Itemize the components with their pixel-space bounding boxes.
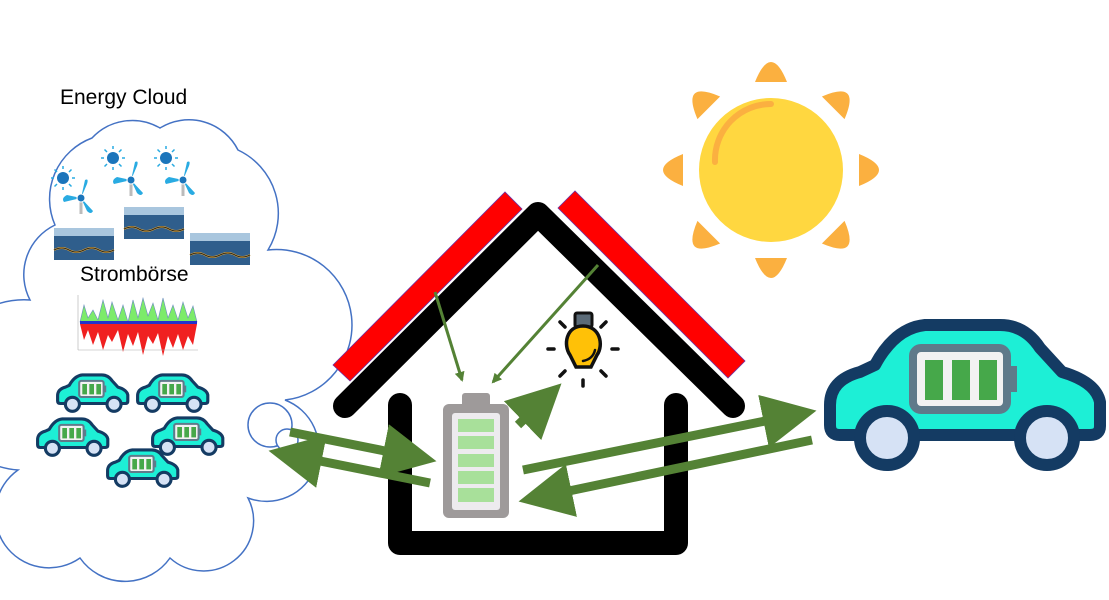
sun-icon [663,62,879,278]
energy-cloud [0,119,353,583]
solar-panel-icon [53,227,115,261]
electric-car-icon [830,325,1100,465]
house-icon [332,190,746,555]
price-chart-icon [65,290,200,360]
roof-solar-panel-right [557,190,746,379]
light-bulb-icon [546,311,620,388]
arrow-roof-to-battery [433,291,465,382]
arrow-roof-to-battery [491,263,600,384]
energy-flow-arrows [268,263,817,517]
arrow-car-to-house [518,435,813,517]
power-exchange-label: Strombörse [80,263,189,286]
solar-panel-icon [123,206,185,240]
roof [333,202,745,418]
arrow-house-to-car [522,394,817,475]
battery-icon [443,393,509,518]
solar-panel-icon [189,232,251,266]
arrow-house-to-cloud [268,434,431,488]
arrow-battery-to-bulb [503,383,562,441]
roof-solar-panel-left [332,191,523,382]
energy-cloud-title: Energy Cloud [60,86,188,109]
